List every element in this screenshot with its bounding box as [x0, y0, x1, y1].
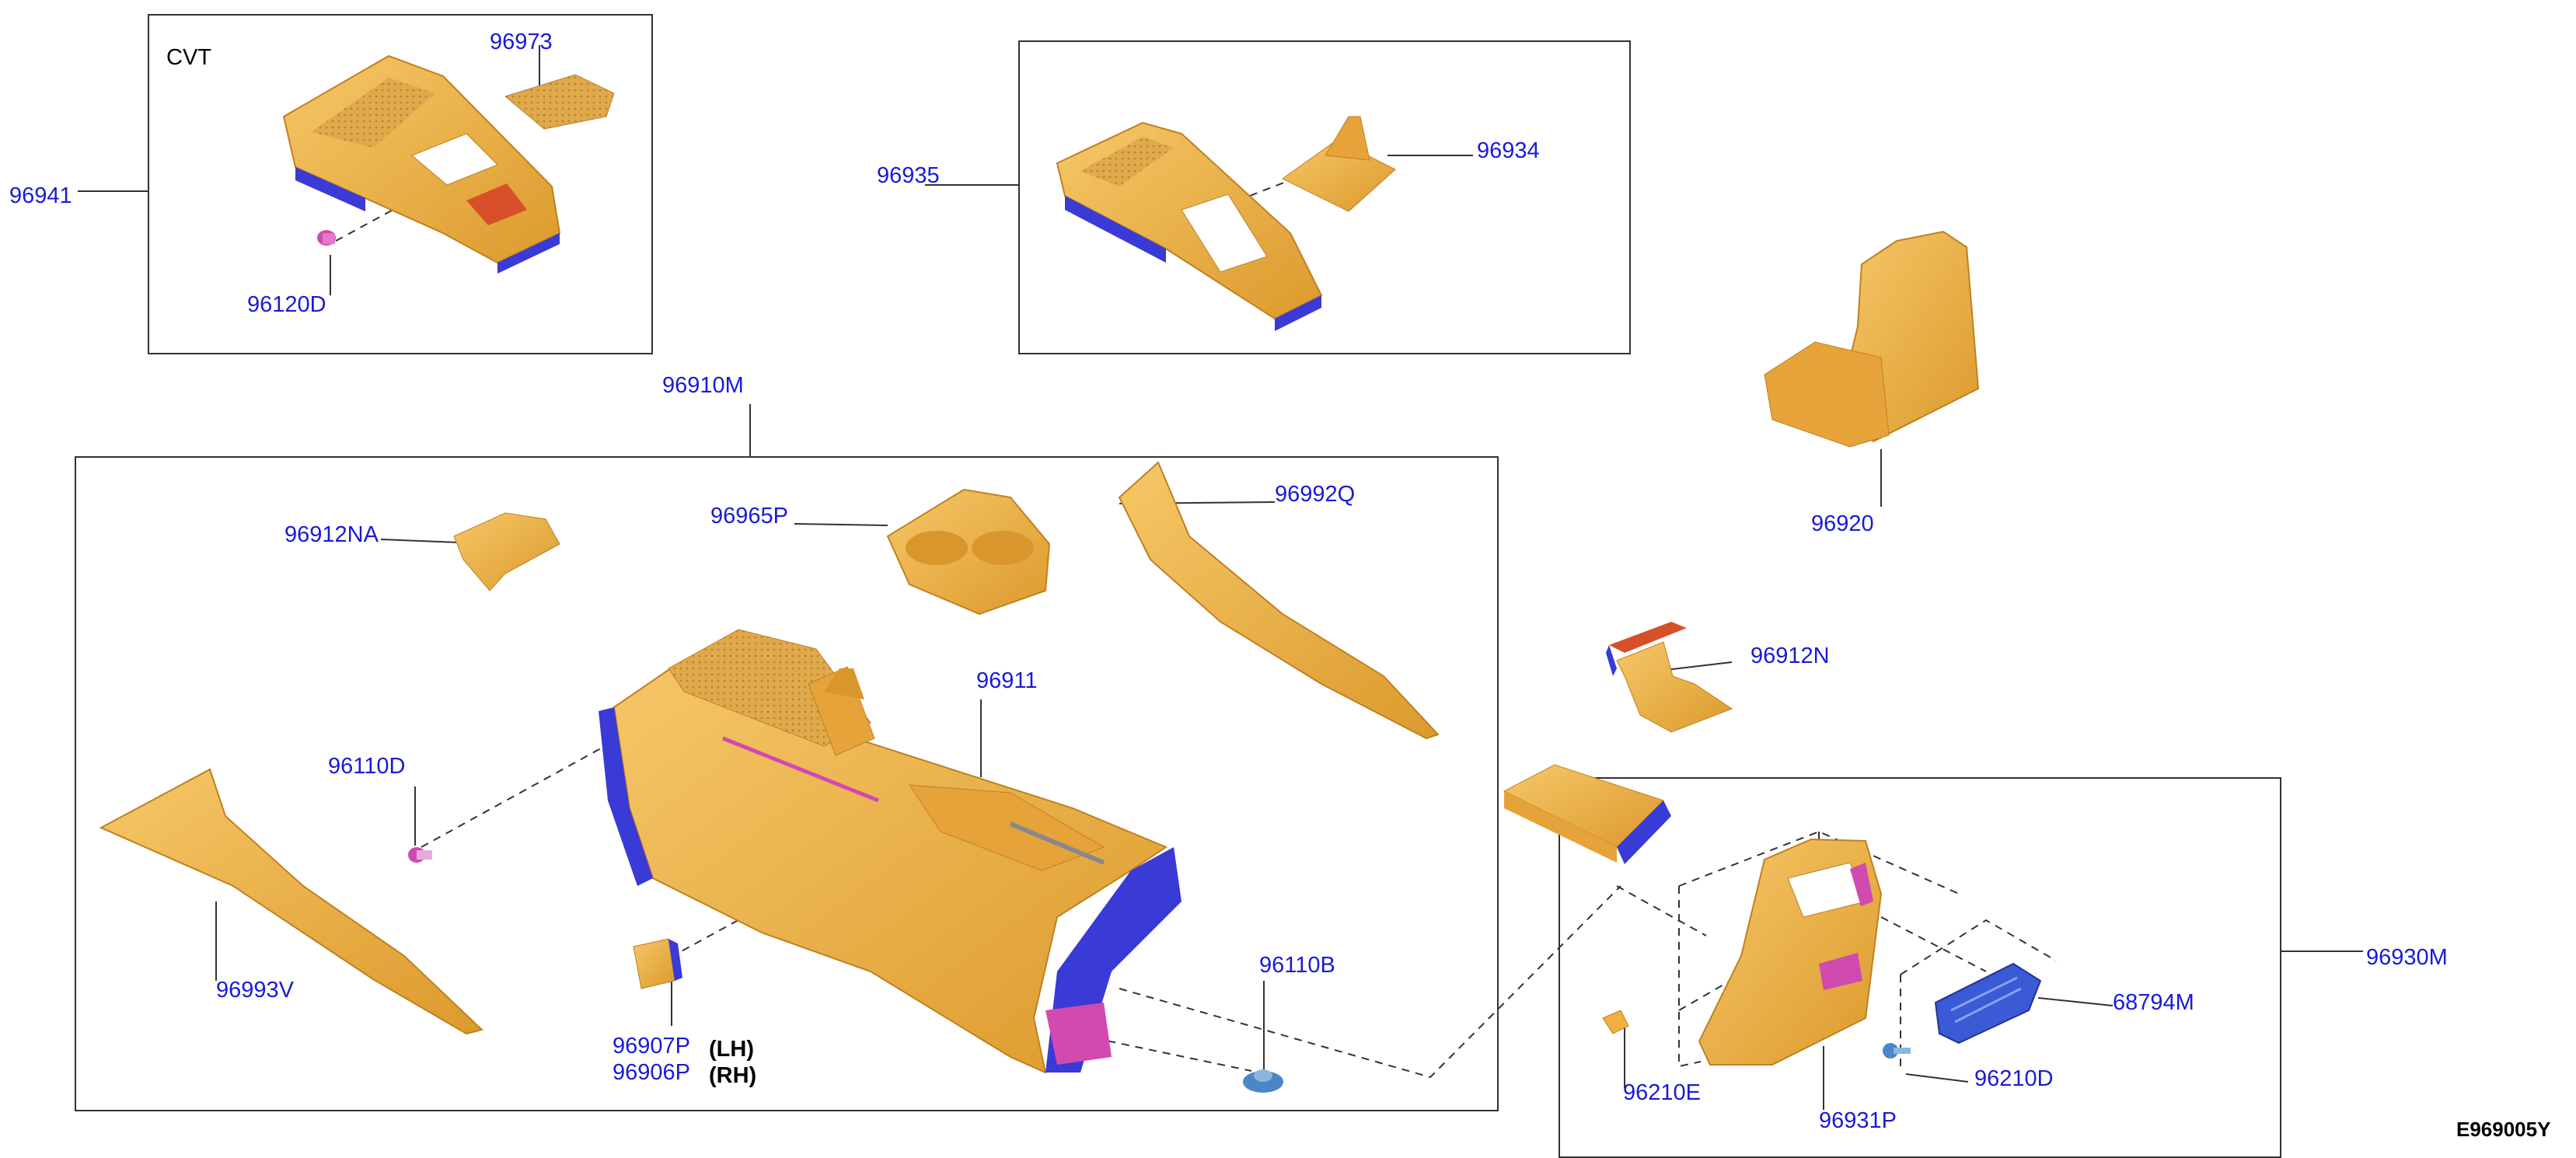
part-96993V-side-panel — [99, 768, 484, 1035]
part-label-96920: 96920 — [1811, 511, 1874, 536]
part-96110B-grommet — [1243, 1069, 1283, 1093]
lh-label: (LH) — [709, 1037, 754, 1062]
part-96210E-clip — [1602, 1010, 1629, 1034]
part-96931P-rear-finisher — [1698, 838, 1883, 1066]
part-label-96973: 96973 — [490, 30, 553, 54]
part-label-96935: 96935 — [877, 163, 940, 188]
part-label-96120D: 96120D — [247, 292, 326, 317]
frame-console-assembly — [75, 456, 1499, 1111]
part-label-96912N: 96912N — [1750, 644, 1830, 668]
part-96120D-clip — [317, 230, 336, 246]
part-label-68794M: 68794M — [2113, 990, 2194, 1015]
part-68794M-vent — [1934, 962, 2042, 1045]
part-96992Q-side-panel — [1118, 461, 1440, 740]
part-96911-console — [599, 629, 1182, 1074]
part-96912N-bracket — [1606, 622, 1733, 733]
part-label-96110B: 96110B — [1259, 953, 1335, 978]
part-96907P-96906P-cover — [633, 938, 682, 989]
part-label-96931P: 96931P — [1819, 1108, 1897, 1133]
frame-cvt-finisher — [148, 14, 653, 354]
part-label-96993V: 96993V — [216, 978, 294, 1003]
part-label-96930M: 96930M — [2366, 945, 2448, 970]
part-label-96965P: 96965P — [710, 504, 788, 528]
part-96935-finisher — [1056, 121, 1323, 331]
diagram-code: E969005Y — [2456, 1118, 2551, 1141]
part-label-96910M: 96910M — [662, 373, 744, 398]
part-label-96906P: 96906P — [613, 1060, 690, 1085]
part-storage-tray — [1503, 764, 1671, 864]
leader-lines — [78, 45, 2363, 1110]
part-label-96992Q: 96992Q — [1275, 482, 1356, 507]
part-96965P-cup-holder — [886, 488, 1051, 616]
part-label-96911: 96911 — [976, 668, 1038, 693]
part-label-96210E: 96210E — [1623, 1080, 1701, 1105]
part-96920-finisher — [1764, 230, 1980, 448]
part-label-96110D: 96110D — [328, 754, 406, 779]
part-96110D-clip — [408, 847, 432, 863]
part-label-96210D: 96210D — [1974, 1066, 2054, 1091]
part-96210D-screw — [1883, 1043, 1911, 1059]
part-label-96907P: 96907P — [613, 1034, 690, 1059]
cvt-label: CVT — [166, 45, 211, 70]
part-label-96934: 96934 — [1477, 138, 1540, 163]
part-96941-cvt-finisher — [282, 54, 561, 274]
part-label-96912NA: 96912NA — [284, 522, 379, 547]
part-96912NA — [453, 512, 560, 591]
frame-manual-finisher — [1018, 40, 1631, 354]
rh-label: (RH) — [709, 1063, 757, 1088]
part-96934-boot — [1282, 116, 1396, 212]
part-96973-mat — [504, 74, 615, 130]
part-label-96941: 96941 — [9, 183, 72, 208]
